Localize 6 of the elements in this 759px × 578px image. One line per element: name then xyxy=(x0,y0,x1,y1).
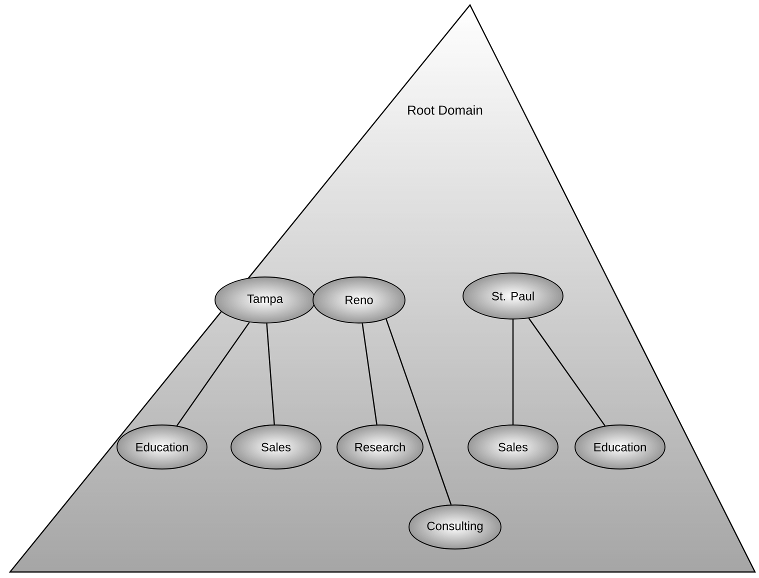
connector-line xyxy=(176,322,250,426)
connector-line xyxy=(386,318,452,505)
connector-line xyxy=(266,323,275,425)
connector-line xyxy=(528,318,606,426)
connector-line xyxy=(362,323,378,425)
connector-line xyxy=(512,319,514,425)
